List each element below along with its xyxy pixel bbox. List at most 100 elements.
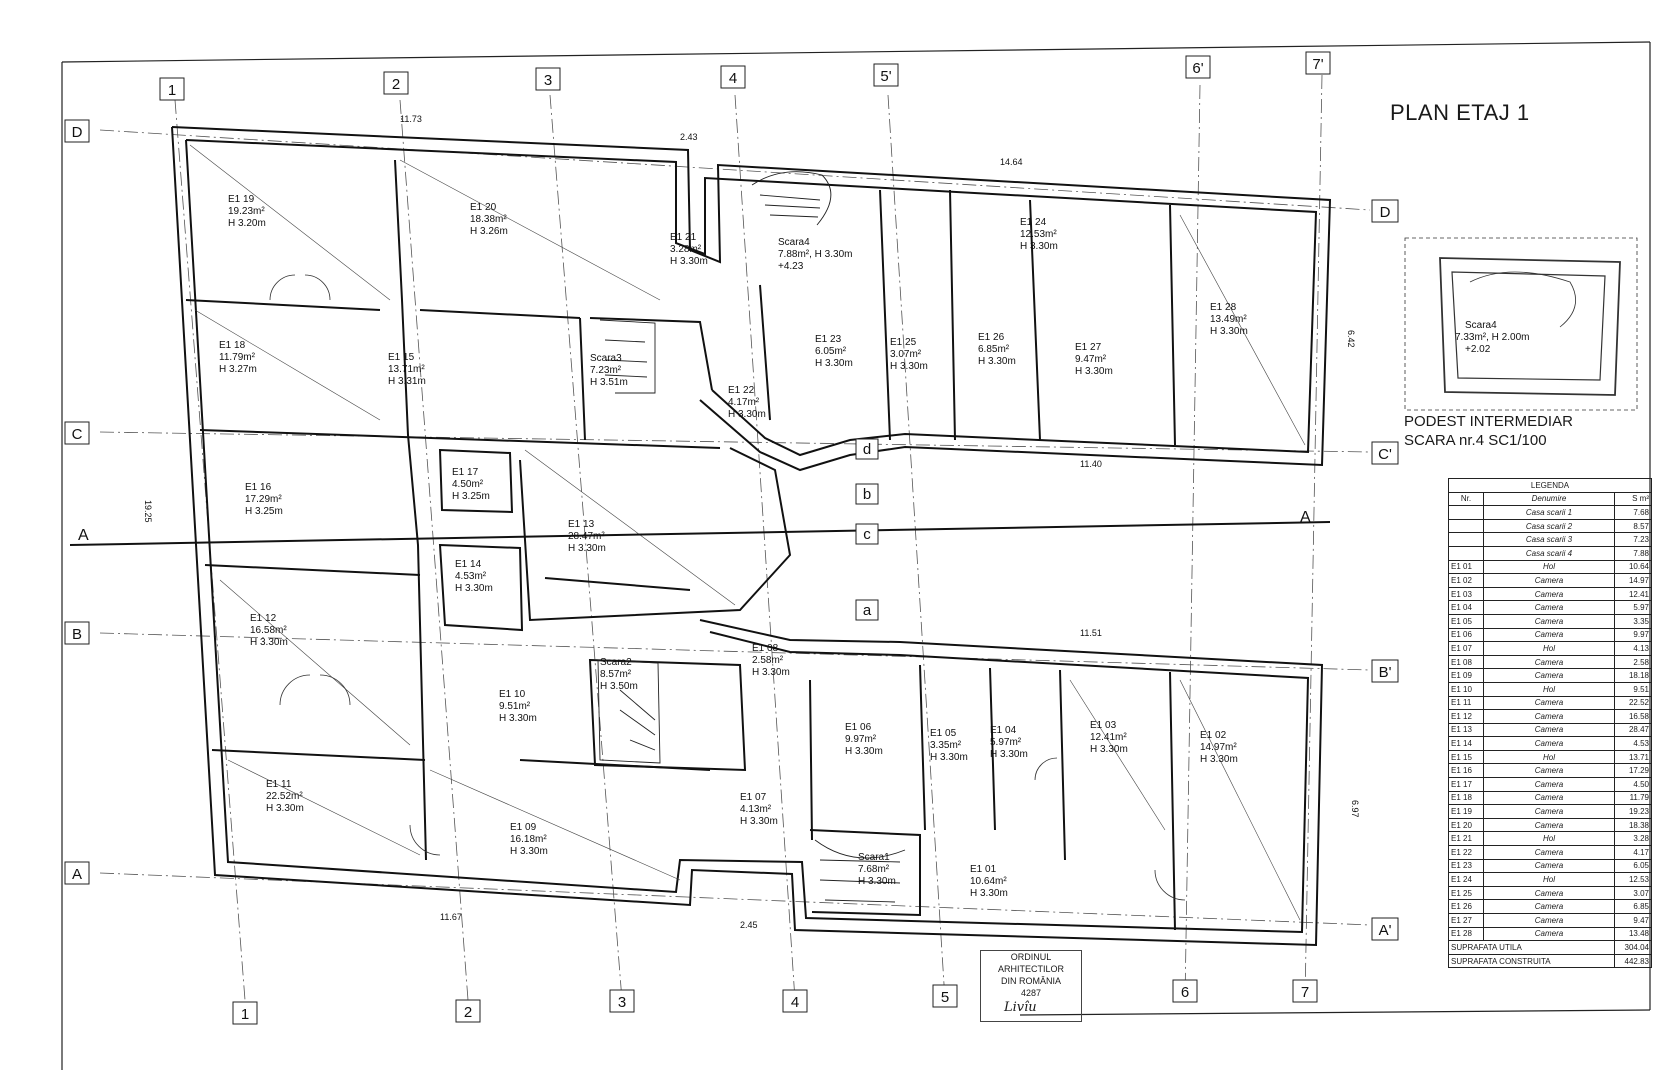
axis-row-left-0: D [72,124,83,141]
room-height-11: H 3.30m [978,356,1016,367]
stamp-line-3: 4287 [1020,988,1042,998]
legend-sum-constr: SUPRAFATA CONSTRUITA 442.83 [1448,953,1652,969]
room-height-8: H 3.51m [590,377,628,388]
room-height-0: H 3.20m [228,218,266,229]
axis-inner-2-box [855,523,879,545]
legend-cell-name: Casa scarii 4 [1483,545,1615,561]
room-area-29: 4.13m² [740,804,772,815]
room-height-12: H 3.30m [1075,366,1113,377]
axis-row-right-3-box [1371,917,1399,941]
legend-cell-nr: E1 02 [1448,573,1484,588]
room-id-6: E1 18 [219,340,246,351]
room-height-22: H 3.30m [845,746,883,757]
legend-cell-name: Camera [1483,885,1615,901]
legend-cell-nr: E1 17 [1448,777,1484,792]
legend-cell-area: 4.17 [1614,845,1652,860]
legend-cell-area: 13.48 [1614,926,1652,942]
legend-cell-name: Hol [1483,831,1615,847]
room-area-25: 12.41m² [1090,732,1127,743]
legend-cell-area: 11.79 [1614,790,1652,806]
room-area-11: 6.85m² [978,344,1010,355]
stair-symbols [597,171,906,903]
legend-cell-name: Camera [1483,654,1615,670]
room-height-1: H 3.26m [470,226,508,237]
room-id-29: E1 07 [740,792,767,803]
room-id-9: E1 23 [815,334,842,345]
legend-cell-name: Camera [1483,790,1615,806]
legend-cell-nr: E1 10 [1448,681,1484,697]
room-area-4: 12.53m² [1020,229,1057,240]
legend-cell-nr: E1 27 [1448,913,1484,928]
legend-cell-nr: E1 25 [1448,885,1484,901]
room-area-17: 4.53m² [455,571,487,582]
legend-cell-name: Casa scarii 1 [1483,505,1615,520]
legend-cell-name: Hol [1483,749,1615,765]
axis-row-left-1: C [72,426,83,443]
room-id-5: E1 28 [1210,302,1237,313]
room-area-18: 16.58m² [250,625,287,636]
room-height-13: H 3.30m [728,409,766,420]
axis-col-top-1: 2 [392,76,400,93]
legend-cell-name: Casa scarii 3 [1483,532,1615,547]
room-height-9: H 3.30m [815,358,853,369]
legend-cell-area: 18.38 [1614,817,1652,833]
legend-cell-area: 7.23 [1614,532,1652,547]
room-height-30: H 3.30m [858,876,896,887]
room-area-21: 2.58m² [752,655,784,666]
legend-cell-area: 9.47 [1614,913,1652,928]
section-line [69,521,1331,546]
axis-inner-3: d [863,441,871,458]
room-id-4: E1 24 [1020,217,1047,228]
room-id-19: E1 10 [499,689,526,700]
dim-bottom-1: 11.67 [440,912,462,922]
axis-col-top-2: 3 [544,72,552,89]
room-height-25: H 3.30m [1090,744,1128,755]
axis-col-bottom-0: 1 [241,1006,249,1023]
room-id-3: Scara4 [778,237,810,248]
room-area-6: 11.79m² [219,352,256,363]
legend-cell-name: Camera [1483,695,1615,711]
room-height-24: H 3.30m [990,749,1028,760]
legend-cell-nr: E1 19 [1448,804,1484,819]
room-id-15: E1 17 [452,467,479,478]
axis-col-top-6: 7' [1312,56,1323,73]
legend-cell-name: Camera [1483,668,1615,683]
dimension-labels: 11.732.4314.646.426.9719.2511.672.4511.5… [143,114,1360,930]
room-id-12: E1 27 [1075,342,1102,353]
legend-cell-area: 12.53 [1614,872,1652,887]
room-area-22: 9.97m² [845,734,877,745]
room-id-28: E1 09 [510,822,537,833]
dim-bottom-2: 2.45 [740,920,758,930]
room-area-14: 17.29m² [245,494,282,505]
axis-row-right-0: D [1380,204,1391,221]
room-area-2: 3.28m² [670,244,702,255]
room-id-16: E1 13 [568,519,595,530]
room-area-12: 9.47m² [1075,354,1107,365]
sheet-border [61,41,1651,1070]
podest-inset [1404,237,1638,411]
axis-col-top-5-box [1185,55,1211,79]
room-area-0: 19.23m² [228,206,265,217]
axis-col-top-3-box [720,65,746,89]
axis-row-left-2-box [64,621,90,645]
axis-col-top-5: 6' [1192,60,1203,77]
legend-cell-area: 9.51 [1614,681,1652,697]
legend-cell-nr: E1 06 [1448,627,1484,643]
room-height-15: H 3.25m [452,491,490,502]
legend-cell-area: 3.35 [1614,613,1652,629]
legend-cell-area: 8.57 [1614,518,1652,534]
stamp-line-1: ORDINUL ARHITECTILOR [997,952,1064,974]
axis-inner-2: c [863,526,871,543]
